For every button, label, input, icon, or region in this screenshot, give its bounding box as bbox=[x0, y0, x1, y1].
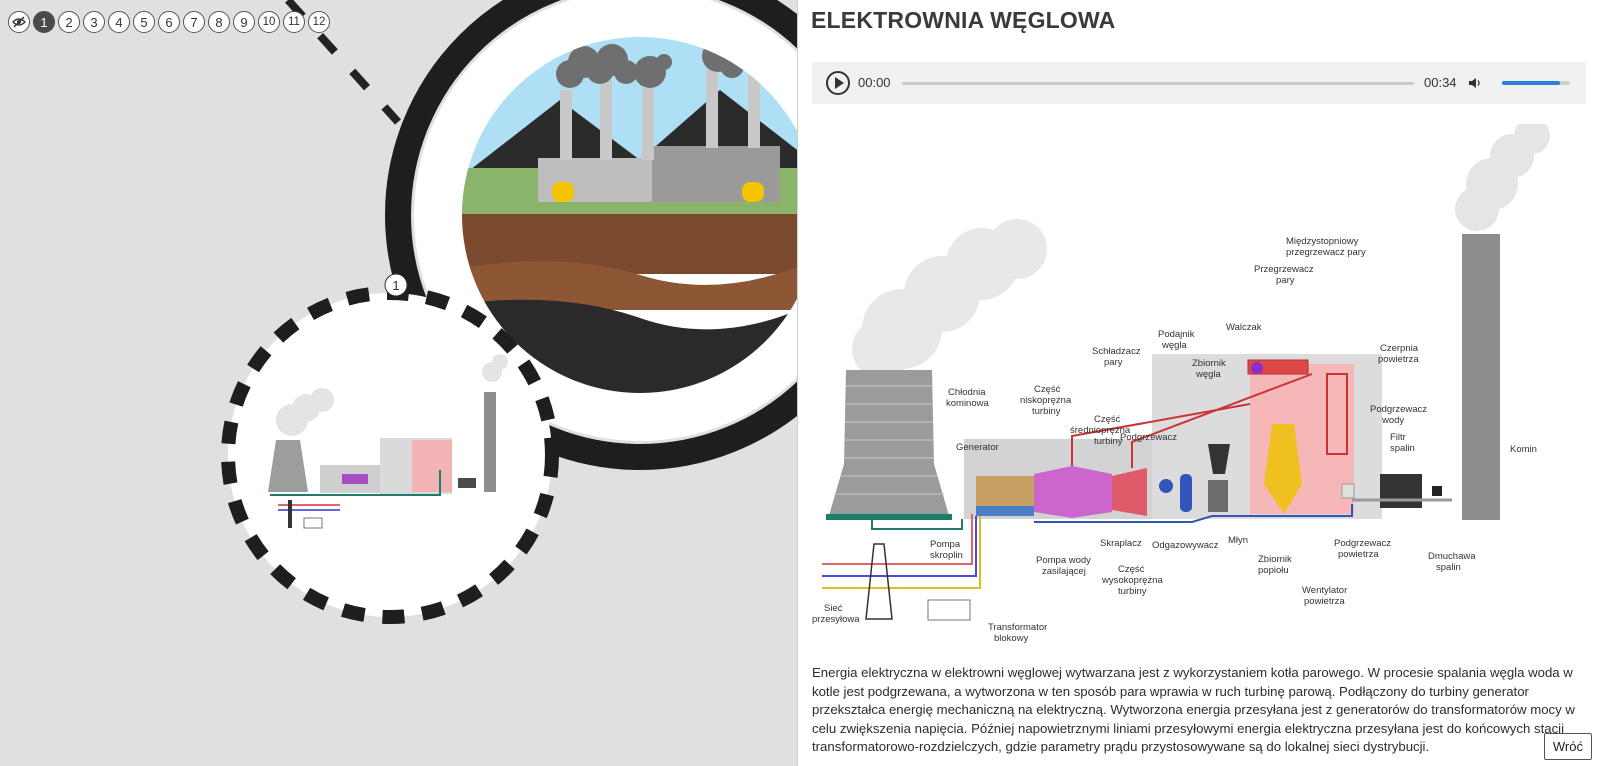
diagram-label: turbiny bbox=[1118, 586, 1147, 597]
audio-player: 00:00 00:34 bbox=[812, 62, 1586, 104]
diagram-label: średnioprężna bbox=[1070, 425, 1131, 436]
step-button-3[interactable]: 3 bbox=[83, 11, 105, 33]
diagram-label: Czerpnia bbox=[1380, 343, 1419, 354]
diagram-label: Dmuchawa bbox=[1428, 551, 1476, 562]
step-button-11[interactable]: 11 bbox=[283, 11, 305, 33]
diagram-label: kominowa bbox=[946, 398, 989, 409]
big-ring bbox=[385, 0, 798, 470]
scene-marker[interactable]: 1 bbox=[392, 278, 399, 293]
diagram-label: Sieć bbox=[824, 603, 843, 614]
steam-drum bbox=[1247, 359, 1309, 375]
diagram-label: Generator bbox=[956, 442, 999, 453]
info-panel: ELEKTROWNIA WĘGLOWA 00:00 00:34 bbox=[798, 0, 1600, 766]
step-button-5[interactable]: 5 bbox=[133, 11, 155, 33]
diagram-label: Część bbox=[1034, 384, 1061, 395]
volume-slider[interactable] bbox=[1502, 81, 1570, 85]
diagram-label: zasilającej bbox=[1042, 566, 1086, 577]
step-button-4[interactable]: 4 bbox=[108, 11, 130, 33]
volume-fill bbox=[1502, 81, 1560, 85]
diagram-label: Międzystopniowy bbox=[1286, 236, 1359, 247]
audio-total-time: 00:34 bbox=[1424, 75, 1457, 90]
step-button-12[interactable]: 12 bbox=[308, 11, 330, 33]
diagram-label: pary bbox=[1104, 357, 1123, 368]
back-button[interactable]: Wróć bbox=[1543, 733, 1592, 760]
panel-title: ELEKTROWNIA WĘGLOWA bbox=[811, 7, 1116, 33]
diagram-label: Chłodnia bbox=[948, 387, 986, 398]
cooling-tower bbox=[826, 219, 1047, 520]
step-button-7[interactable]: 7 bbox=[183, 11, 205, 33]
diagram-label: Podgrzewacz bbox=[1334, 538, 1391, 549]
coal-bunker bbox=[1208, 444, 1230, 474]
diagram-label: węgla bbox=[1161, 340, 1188, 351]
diagram-label: Skraplacz bbox=[1100, 538, 1142, 549]
diagram-label: powietrza bbox=[1304, 596, 1345, 607]
step-button-9[interactable]: 9 bbox=[233, 11, 255, 33]
eye-slash-icon bbox=[12, 16, 26, 28]
diagram-label: turbiny bbox=[1094, 436, 1123, 447]
diagram-label: Podgrzewacz bbox=[1370, 404, 1427, 415]
flue-filter bbox=[1380, 474, 1422, 508]
audio-current-time: 00:00 bbox=[858, 75, 891, 90]
step-button-1[interactable]: 1 bbox=[33, 11, 55, 33]
diagram-label: węgla bbox=[1195, 369, 1222, 380]
diagram-label: Pompa wody bbox=[1036, 555, 1091, 566]
diagram-label: spalin bbox=[1390, 443, 1415, 454]
mini-diagram-thumbnail bbox=[268, 354, 508, 529]
diagram-label: powietrza bbox=[1338, 549, 1379, 560]
turbine bbox=[1034, 466, 1112, 518]
play-button[interactable] bbox=[826, 71, 850, 95]
diagram-label: Przegrzewacz bbox=[1254, 264, 1314, 275]
diagram-label: przegrzewacz pary bbox=[1286, 247, 1366, 258]
diagram-label: Pompa bbox=[930, 539, 961, 550]
diagram-label: Walczak bbox=[1226, 322, 1262, 333]
diagram-label: wysokoprężna bbox=[1101, 575, 1163, 586]
air-preheater bbox=[1341, 483, 1355, 499]
deaerator bbox=[1180, 474, 1192, 512]
step-button-8[interactable]: 8 bbox=[208, 11, 230, 33]
diagram-label: Filtr bbox=[1390, 432, 1406, 443]
diagram-label: Podgrzewacz bbox=[1120, 432, 1177, 443]
diagram-label: Transformator bbox=[988, 622, 1047, 633]
diagram-label: wody bbox=[1381, 415, 1404, 426]
diagram-label: popiołu bbox=[1258, 565, 1289, 576]
step-button-6[interactable]: 6 bbox=[158, 11, 180, 33]
diagram-label: turbiny bbox=[1032, 406, 1061, 417]
chimney bbox=[1455, 124, 1550, 520]
scene-panel: 1 1 2 3 4 5 6 7 8 9 10 11 12 bbox=[0, 0, 798, 766]
diagram-label: pary bbox=[1276, 275, 1295, 286]
step-button-2[interactable]: 2 bbox=[58, 11, 80, 33]
diagram-label: Zbiornik bbox=[1258, 554, 1292, 565]
diagram-label: Podajnik bbox=[1158, 329, 1195, 340]
generator-block bbox=[976, 476, 1034, 506]
diagram-label: Młyn bbox=[1228, 535, 1248, 546]
description-text: Energia elektryczna w elektrowni węglowe… bbox=[812, 665, 1575, 754]
diagram-label: przesyłowa bbox=[812, 614, 860, 625]
step-navigation: 1 2 3 4 5 6 7 8 9 10 11 12 bbox=[8, 11, 330, 33]
diagram-label: Zbiornik bbox=[1192, 358, 1226, 369]
diagram-label: Wentylator bbox=[1302, 585, 1347, 596]
audio-seek-bar[interactable] bbox=[902, 82, 1414, 85]
diagram-label: Część bbox=[1118, 564, 1145, 575]
diagram-label: spalin bbox=[1436, 562, 1461, 573]
diagram-label: niskoprężna bbox=[1020, 395, 1072, 406]
step-button-10[interactable]: 10 bbox=[258, 11, 280, 33]
diagram-label: Schładzacz bbox=[1092, 346, 1141, 357]
diagram-label: Odgazowywacz bbox=[1152, 540, 1219, 551]
hide-scene-button[interactable] bbox=[8, 11, 30, 33]
diagram-label: blokowy bbox=[994, 633, 1029, 644]
diagram-label: Część bbox=[1094, 414, 1121, 425]
scene-illustration: 1 bbox=[221, 0, 798, 624]
flame bbox=[1264, 424, 1302, 514]
diagram-label: powietrza bbox=[1378, 354, 1419, 365]
panel-divider bbox=[797, 0, 798, 766]
boiler bbox=[1250, 364, 1354, 514]
diagram-label: Komin bbox=[1510, 444, 1537, 455]
volume-icon[interactable] bbox=[1468, 76, 1484, 90]
diagram-label: skroplin bbox=[930, 550, 963, 561]
transmission-lines bbox=[822, 514, 981, 621]
